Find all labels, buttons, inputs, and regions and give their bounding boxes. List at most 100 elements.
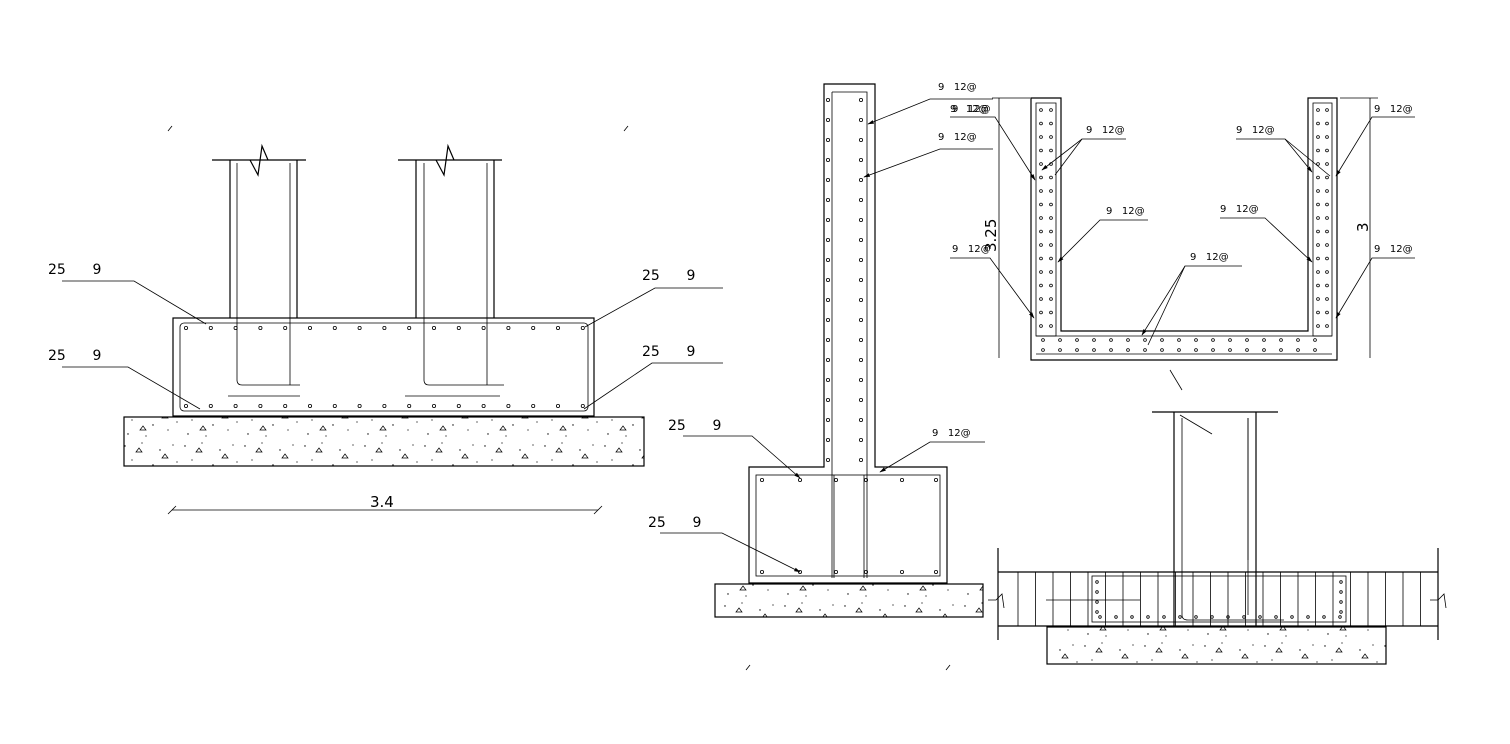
left-dimension-text: 3.4 [370, 493, 394, 511]
rebar-dot [859, 317, 864, 322]
left-label-bottom-left: 25 9 [48, 348, 101, 364]
rebar-dot [1325, 229, 1329, 234]
rebar-dot [456, 403, 461, 408]
rebar-dot [1325, 148, 1329, 153]
rebar-dot [1041, 338, 1045, 342]
rebar-dot [1306, 615, 1310, 619]
rebar-dot [1041, 348, 1045, 352]
rebar-dot [760, 570, 765, 575]
rebar-dot [1242, 615, 1246, 619]
rebar-dot [1325, 283, 1329, 288]
rebar-dot [826, 297, 831, 302]
rebar-dot [1316, 135, 1320, 139]
rebar-dot [1228, 348, 1232, 352]
rebar-dot [382, 403, 387, 408]
left-column-2 [398, 143, 504, 397]
rebar-dot [864, 477, 869, 482]
rebar-dot [382, 325, 387, 330]
bottom-right-blinding-concrete [1046, 626, 1387, 665]
rebar-dot [1325, 121, 1329, 126]
rebar-dot [1316, 202, 1320, 207]
rebar-dot [1194, 348, 1198, 352]
rebar-dot [1177, 348, 1181, 352]
rebar-dot [1325, 310, 1329, 315]
rebar-dot [1039, 243, 1043, 247]
rebar-dot [258, 403, 263, 408]
rebar-dot [1325, 135, 1329, 139]
rebar-dot [1039, 324, 1043, 328]
rebar-dot [1092, 348, 1096, 352]
rebar-dot [1245, 338, 1249, 342]
rebar-dot [826, 277, 831, 282]
middle-wall-section: 9 12@ 9 12@ 9 12@ 25 9 9 12@ 25 9 [648, 82, 993, 671]
rebar-dot [1316, 162, 1320, 166]
rebar-dot [826, 137, 831, 142]
rebar-dot [826, 357, 831, 362]
rebar-dot [1039, 310, 1043, 315]
rebar-dot [357, 325, 362, 330]
rebar-dot [859, 437, 864, 442]
rebar-dot [1049, 148, 1053, 153]
rebar-dot [183, 403, 188, 408]
rebar-dot [531, 403, 536, 408]
rebar-dot [1039, 270, 1043, 274]
rebar-dot [1325, 324, 1329, 328]
rebar-dot [1316, 256, 1320, 261]
rebar-dot [1211, 338, 1215, 342]
rebar-dot [1316, 283, 1320, 288]
rebar-dot [1039, 202, 1043, 207]
rebar-dot [1039, 121, 1043, 126]
rebar-dot [1279, 348, 1283, 352]
left-leader-lines [62, 280, 723, 410]
rebar-dot [208, 325, 213, 330]
rebar-dot [1296, 348, 1300, 352]
rebar-dot [580, 403, 585, 408]
rebar-dot [826, 118, 831, 123]
rebar-dot [1325, 216, 1329, 220]
rebar-dot [1143, 348, 1147, 352]
left-label-top-right: 25 9 [642, 268, 695, 284]
rebar-dot [1049, 297, 1053, 301]
rebar-dot [556, 325, 561, 330]
rebar-dot [283, 403, 288, 408]
rebar-dot [1258, 615, 1262, 619]
rebar-dot [1109, 338, 1113, 342]
rebar-dot [1313, 338, 1317, 342]
rebar-dot [1338, 615, 1342, 619]
rebar-dot [1316, 243, 1320, 247]
rebar-dot [258, 325, 263, 330]
rebar-dot [332, 325, 337, 330]
rebar-dot [1095, 590, 1099, 594]
u-dim-left: 3.25 [982, 219, 1000, 252]
rebar-dot [1049, 216, 1053, 220]
rebar-dot [307, 325, 312, 330]
rebar-dot [1049, 243, 1053, 247]
rebar-dot [1177, 338, 1181, 342]
rebar-dot [859, 137, 864, 142]
rebar-dot [1325, 108, 1329, 112]
rebar-dot [864, 570, 869, 575]
left-footing-rebar-cage [179, 322, 589, 412]
left-label-top-left: 25 9 [48, 262, 101, 278]
rebar-dot [1058, 348, 1062, 352]
rebar-dot [1126, 348, 1130, 352]
middle-wall-outline [748, 83, 948, 584]
left-top-rebar-dots [183, 325, 585, 330]
middle-label-stem-mid: 9 12@ [938, 132, 977, 143]
u-label-right-inner-top: 9 12@ [1236, 125, 1275, 136]
rebar-dot [1194, 615, 1198, 619]
rebar-dot [826, 157, 831, 162]
left-footing-outline [172, 317, 595, 417]
soil-hatching [1017, 572, 1421, 626]
rebar-dot [407, 403, 412, 408]
rebar-dot [1339, 610, 1343, 614]
rebar-dot [1095, 580, 1099, 584]
rebar-dot [826, 177, 831, 182]
rebar-dot [1146, 615, 1150, 619]
rebar-dot [531, 325, 536, 330]
rebar-dot [859, 197, 864, 202]
rebar-dot [826, 98, 831, 103]
rebar-dot [1226, 615, 1230, 619]
